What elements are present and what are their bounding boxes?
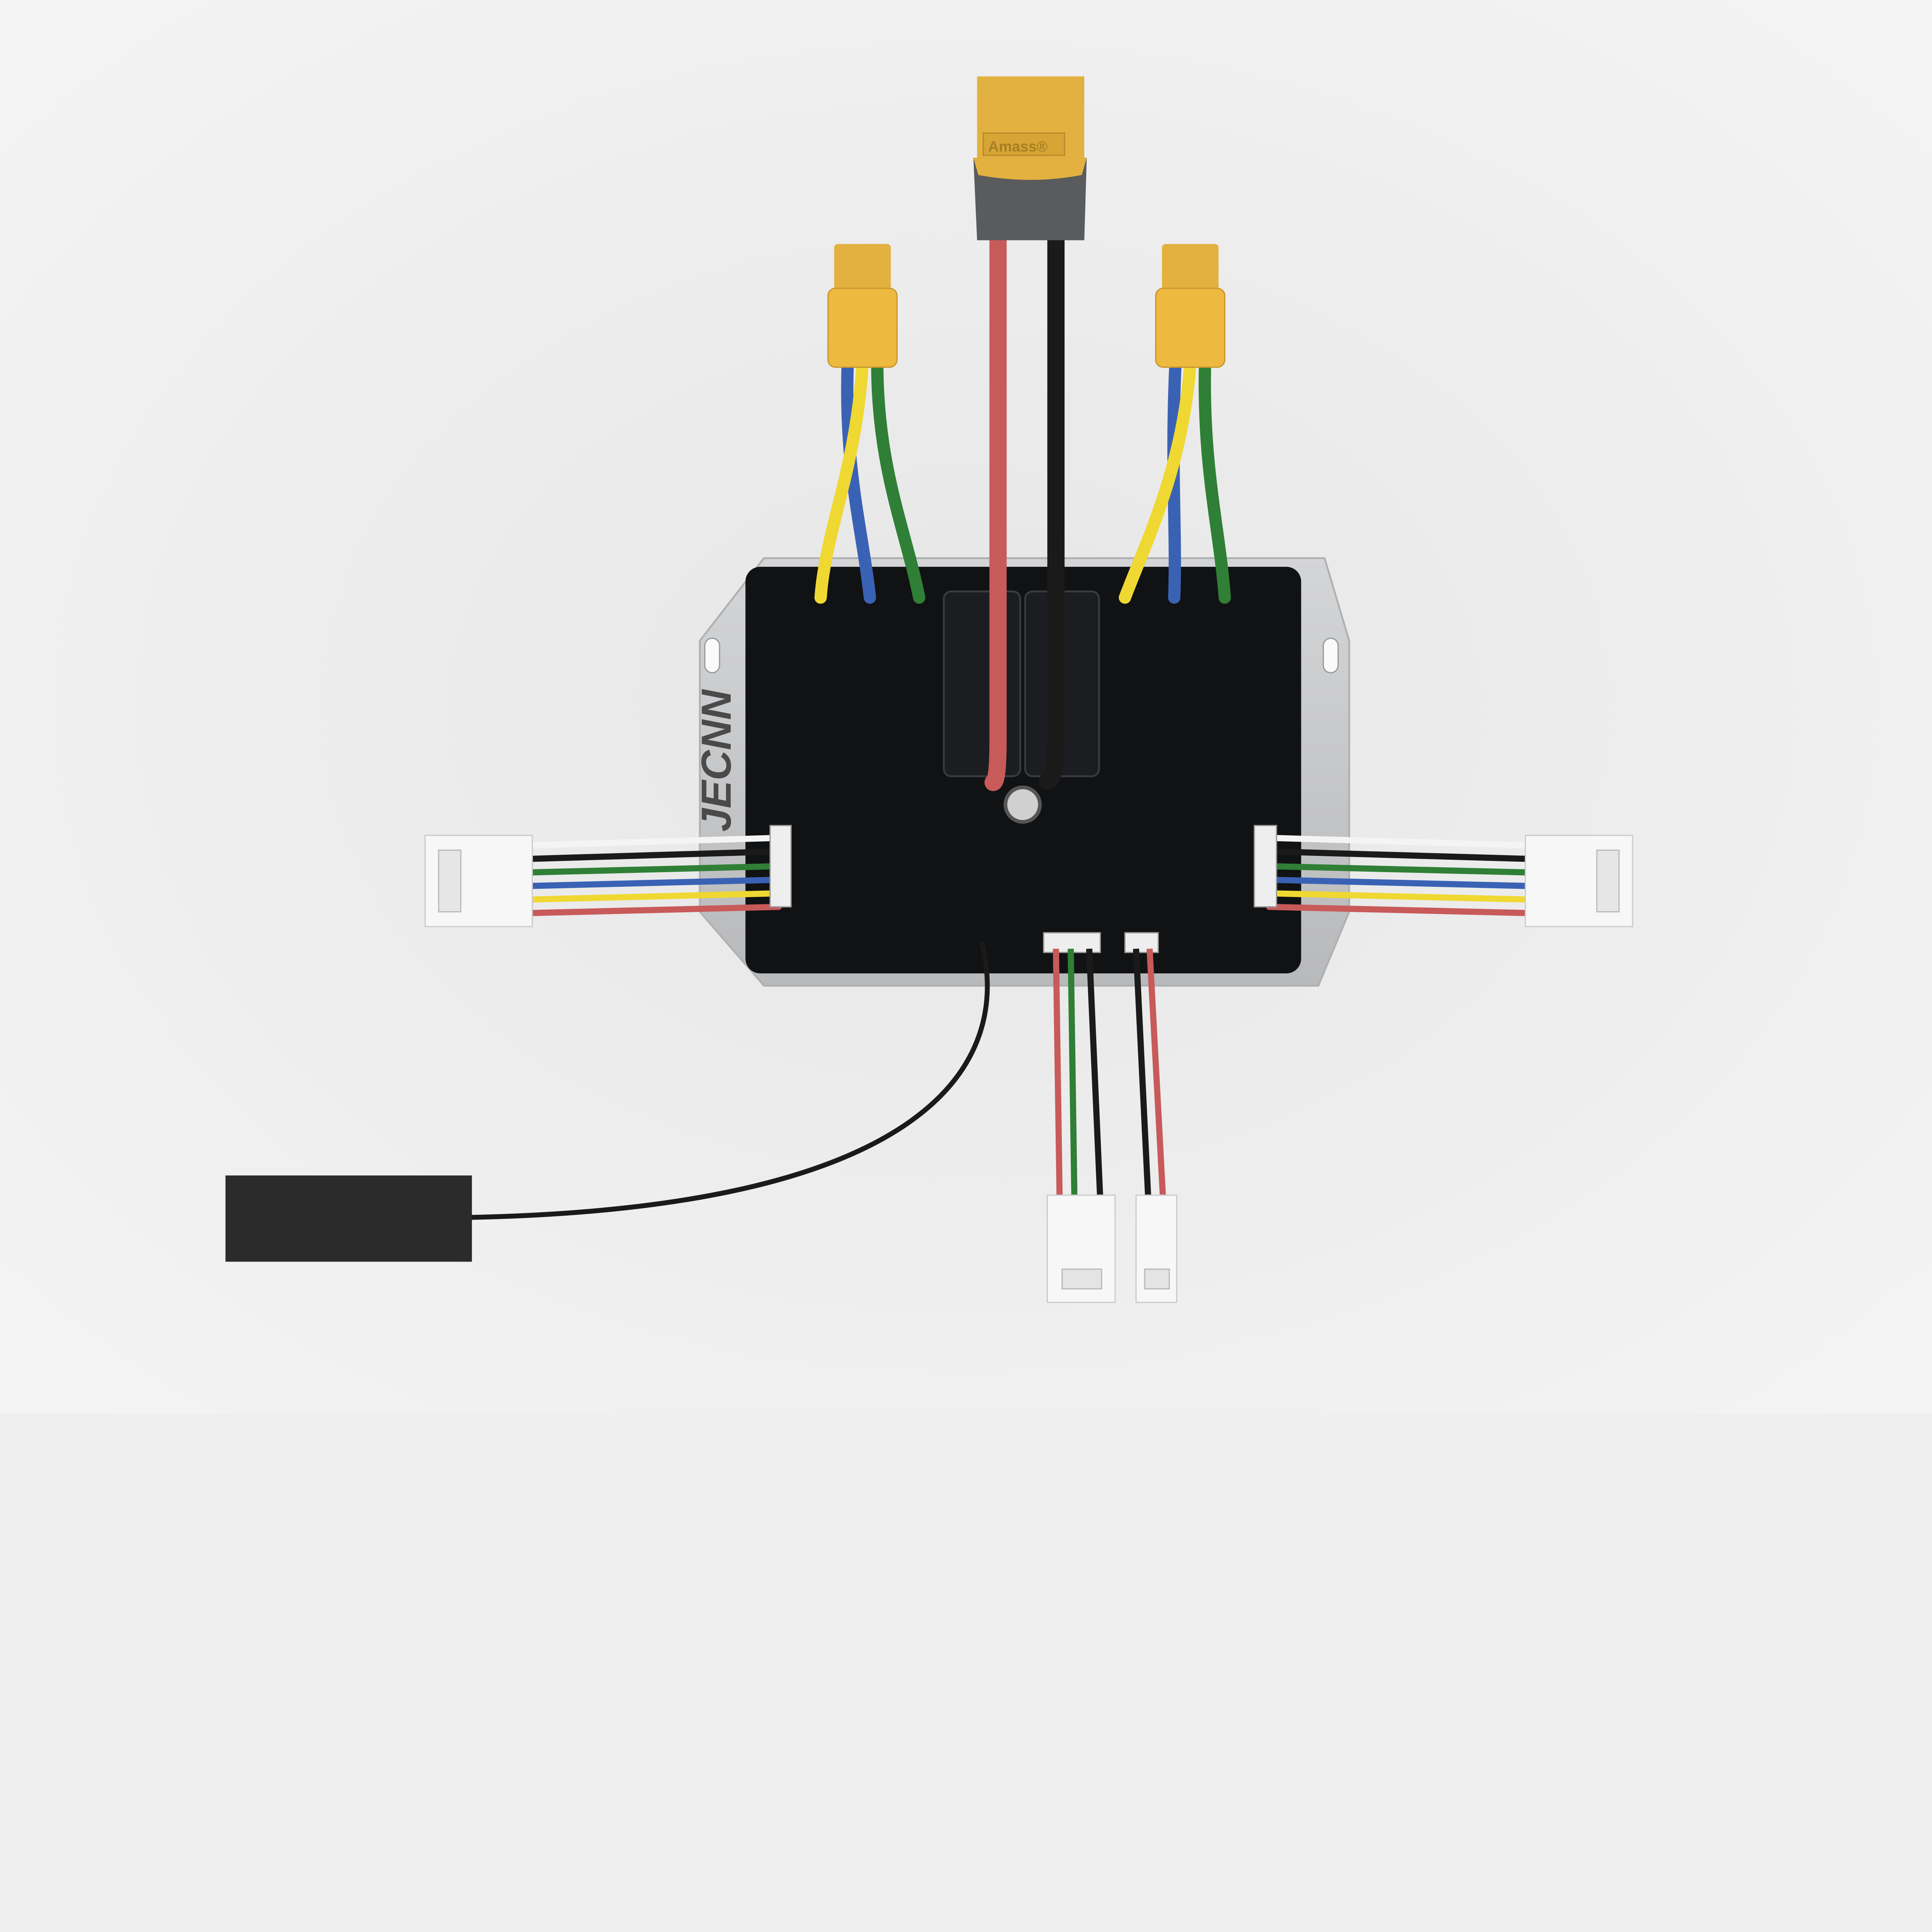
board-logo-text: JECNN — [693, 689, 740, 832]
xt30-connector-left — [827, 244, 898, 368]
capacitor-left — [943, 590, 1021, 777]
header-right — [1253, 825, 1277, 908]
phase-wire-green-right — [1199, 357, 1231, 604]
jst-housing-right — [1525, 835, 1633, 927]
harness-right — [1266, 835, 1529, 916]
phase-wire-yellow-right — [1119, 357, 1197, 604]
connector-brand-text: Amass® — [988, 138, 1048, 155]
phase-wire-yellow-left — [814, 357, 869, 604]
header-bottom-2pin — [1124, 932, 1159, 953]
mount-slot-right — [1323, 638, 1339, 673]
phase-wire-green-left — [871, 357, 925, 604]
esc-board — [745, 566, 1301, 974]
jst-housing-left — [424, 835, 533, 927]
antenna-module — [225, 1175, 472, 1262]
header-left — [769, 825, 792, 908]
mount-slot-left — [704, 638, 720, 673]
xt30-connector-right — [1155, 244, 1226, 368]
power-wire-red — [984, 231, 1007, 791]
small-capacitor — [1003, 785, 1042, 824]
jst-housing-bottom-3pin — [1046, 1194, 1116, 1303]
board-logo: JECNN — [693, 689, 740, 832]
product-render: JECNN Amass® — [0, 0, 1932, 1413]
phase-wire-blue-left — [841, 357, 876, 604]
jst-housing-bottom-2pin — [1135, 1194, 1177, 1303]
antenna-cable — [469, 941, 990, 1220]
xt90-connector: Amass® — [973, 76, 1087, 240]
power-wire-black — [1039, 231, 1065, 790]
harness-left — [529, 835, 782, 916]
bottom-leads — [1053, 948, 1167, 1202]
phase-wire-blue-right — [1167, 357, 1182, 604]
